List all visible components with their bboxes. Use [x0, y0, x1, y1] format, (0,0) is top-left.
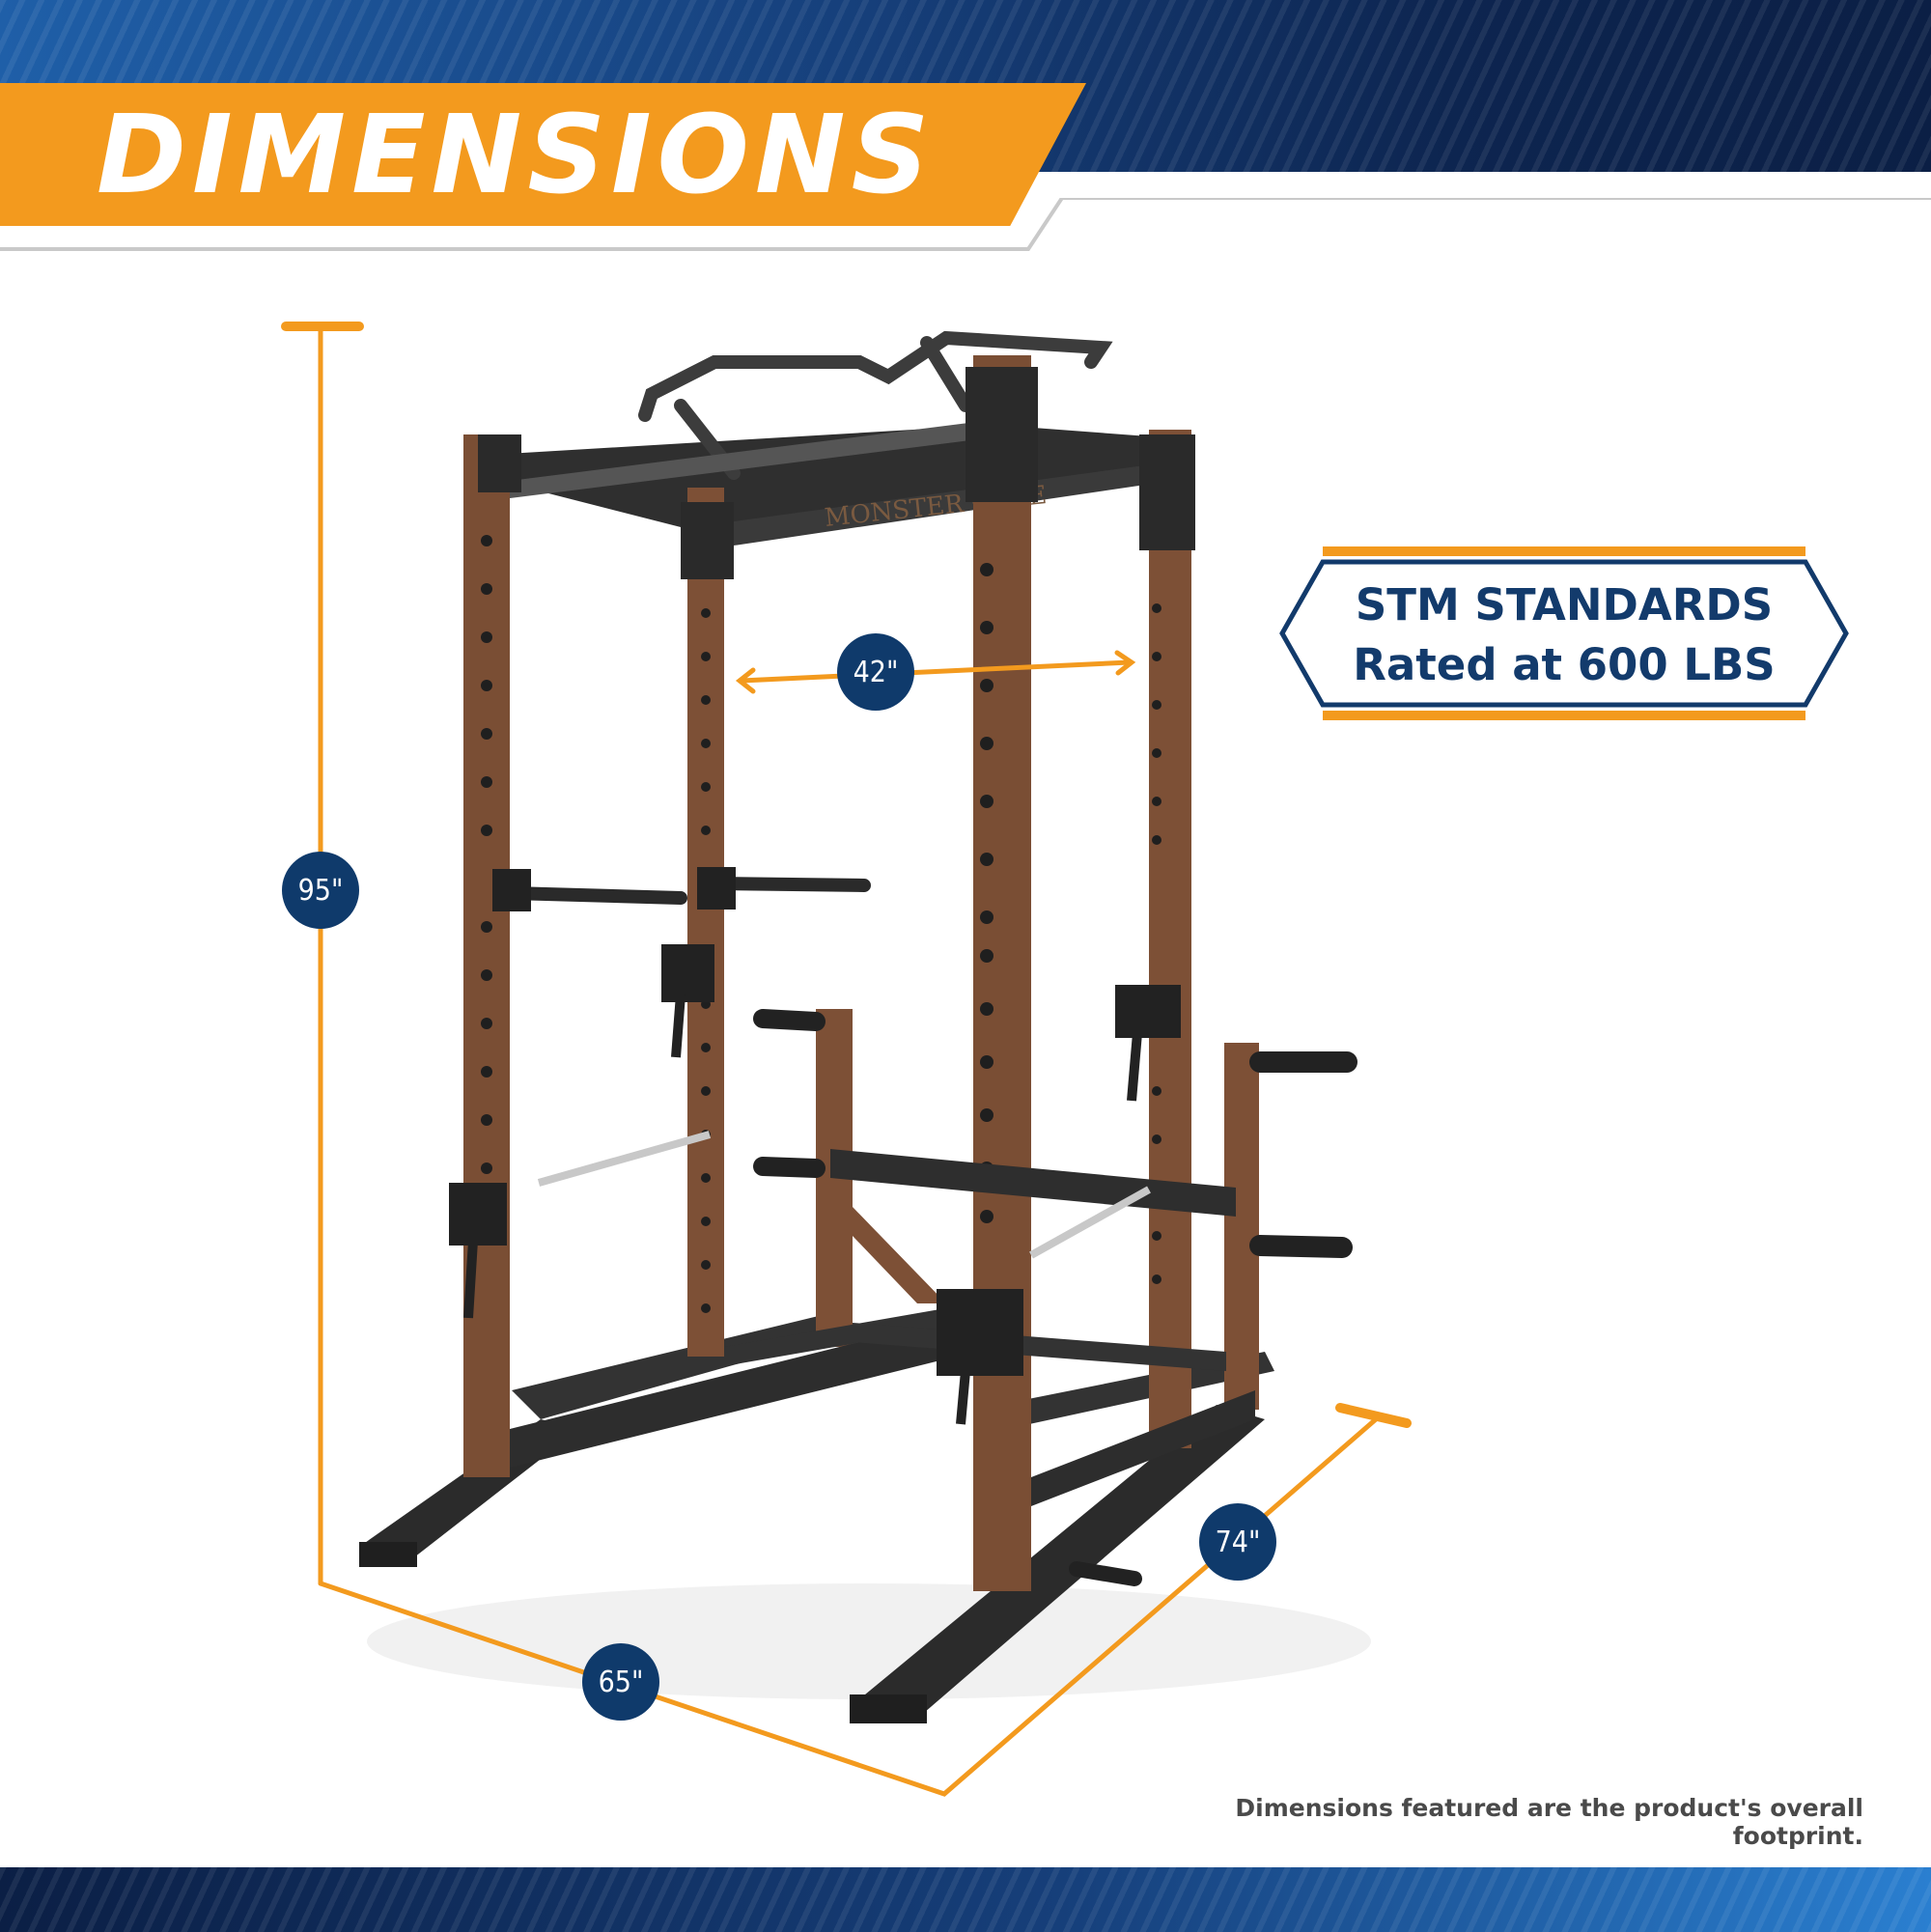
inner-width-dimension-badge: 42" [837, 633, 914, 711]
footer-band [0, 1867, 1931, 1932]
width-dimension-badge: 65" [582, 1643, 659, 1721]
page-title: DIMENSIONS [97, 93, 936, 218]
header-divider [0, 172, 1931, 251]
dimension-lines [281, 322, 1412, 1797]
height-dimension-badge: 95" [282, 852, 359, 929]
title-banner [0, 83, 1086, 226]
footnote: Dimensions featured are the product's ov… [1235, 1794, 1863, 1850]
rating-badge: STM STANDARDS Rated at 600 LBS [1294, 575, 1834, 695]
depth-dimension-badge: 74" [1199, 1503, 1276, 1581]
rating-badge-line1: STM STANDARDS [1355, 579, 1774, 630]
rating-badge-line2: Rated at 600 LBS [1353, 639, 1776, 690]
rating-badge-frame [1279, 546, 1849, 720]
